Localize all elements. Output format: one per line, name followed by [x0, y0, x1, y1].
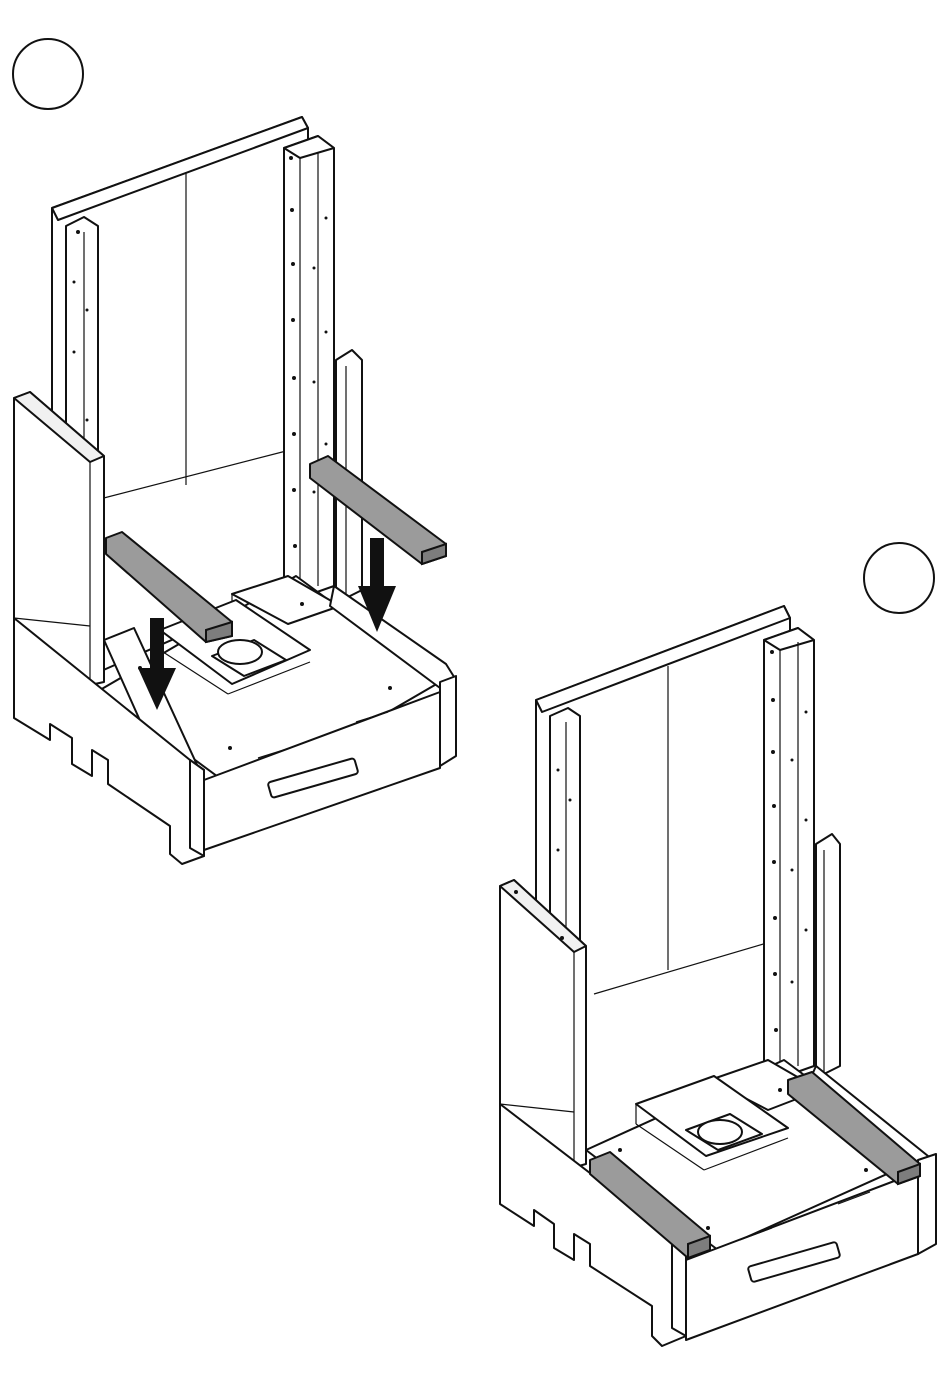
step-2-figure — [500, 606, 936, 1346]
right-side-panel-2 — [816, 834, 840, 1074]
right-upright-2 — [764, 628, 814, 1078]
right-upright — [284, 136, 334, 598]
step-1-figure — [14, 117, 456, 864]
